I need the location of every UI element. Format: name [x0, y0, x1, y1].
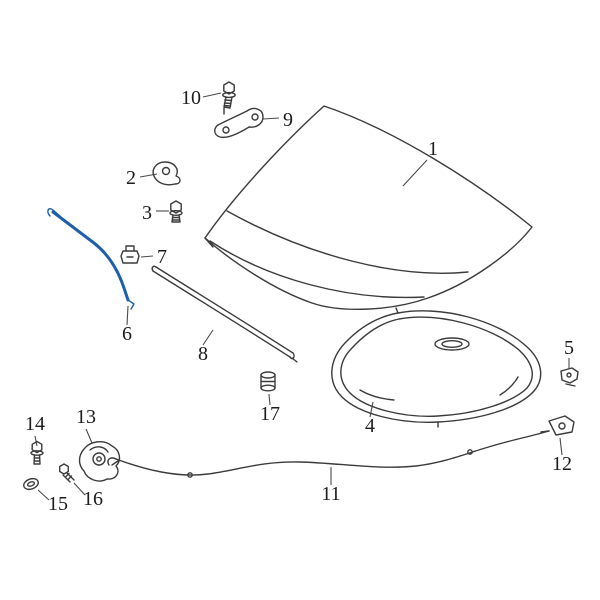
- grommet-5[interactable]: [560, 367, 579, 387]
- leader-line-1: [402, 159, 428, 187]
- hinge-bracket-2[interactable]: [152, 161, 181, 186]
- leader-line-8: [202, 329, 214, 346]
- leader-line-13: [85, 428, 93, 444]
- leader-line-4: [369, 401, 374, 418]
- cable-end-12[interactable]: [540, 415, 575, 436]
- hood-insulator-4[interactable]: [331, 307, 542, 428]
- hood-panel[interactable]: [204, 105, 533, 310]
- part-label-4[interactable]: 4: [365, 415, 375, 437]
- leader-line-14: [34, 435, 38, 447]
- part-label-13[interactable]: 13: [76, 406, 96, 428]
- bolt-16[interactable]: [59, 463, 75, 483]
- leader-line-6: [126, 305, 129, 326]
- part-label-16[interactable]: 16: [83, 488, 103, 510]
- leader-line-7: [140, 255, 154, 258]
- bolt-14[interactable]: [30, 440, 44, 465]
- part-label-11[interactable]: 11: [321, 483, 340, 505]
- part-label-2[interactable]: 2: [126, 167, 136, 189]
- part-label-12[interactable]: 12: [552, 453, 572, 475]
- clip-7[interactable]: [120, 245, 140, 264]
- hood-hinge[interactable]: [214, 107, 264, 139]
- bolt-10[interactable]: [222, 81, 236, 109]
- hood-support-rod[interactable]: [47, 207, 135, 310]
- leader-lines: [34, 92, 570, 501]
- part-label-9[interactable]: 9: [283, 109, 293, 131]
- part-label-10[interactable]: 10: [181, 87, 201, 109]
- leader-line-16: [73, 482, 86, 496]
- leader-line-10: [202, 92, 222, 98]
- part-label-6[interactable]: 6: [122, 323, 132, 345]
- part-label-8[interactable]: 8: [198, 343, 208, 365]
- hood-latch-13[interactable]: [78, 441, 121, 482]
- part-label-7[interactable]: 7: [157, 246, 167, 268]
- part-label-14[interactable]: 14: [25, 413, 45, 435]
- part-label-17[interactable]: 17: [260, 403, 280, 425]
- leader-line-12: [559, 437, 563, 456]
- callout-labels: 1 2 3 4 5 6 7 8 9 10 11 12 13 14 15 16 1…: [25, 87, 574, 515]
- clip-15[interactable]: [22, 477, 40, 492]
- bolt-3[interactable]: [169, 200, 183, 223]
- leader-line-15: [37, 489, 50, 501]
- part-label-15[interactable]: 15: [48, 493, 68, 515]
- leader-line-17: [268, 393, 271, 406]
- release-cable-11[interactable]: [107, 430, 550, 478]
- leader-line-2: [139, 173, 158, 178]
- part-label-3[interactable]: 3: [142, 202, 152, 224]
- part-label-1[interactable]: 1: [428, 138, 438, 160]
- bumper-cushion-17[interactable]: [260, 371, 276, 392]
- part-label-5[interactable]: 5: [564, 337, 574, 359]
- hood-seal-8[interactable]: [151, 265, 298, 363]
- leader-line-9: [262, 117, 280, 120]
